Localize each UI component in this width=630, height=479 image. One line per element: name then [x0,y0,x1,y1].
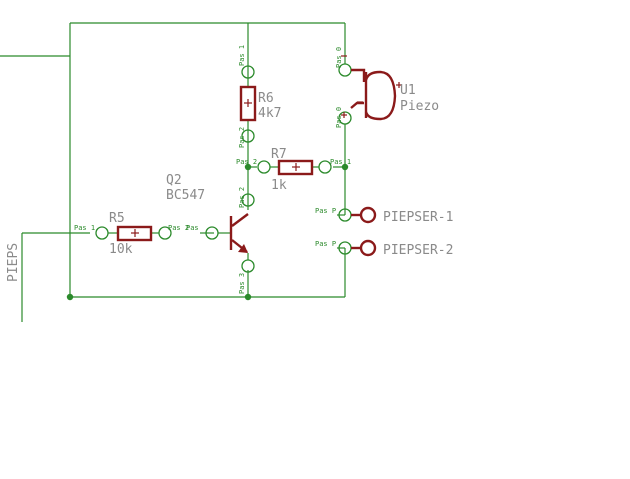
r5-body [116,225,153,242]
r6-pin-bottom [241,129,255,143]
connector-piepser-2[interactable]: Pas P PIEPSER-2 [315,239,453,258]
junction-dot [66,293,74,301]
q2-pin-collector [241,193,255,207]
q2-value: BC547 [166,188,205,203]
u1-pin-top-label: Pas 0 [335,47,343,68]
r7-body [277,159,314,176]
net-label-pieps: PIEPS [6,243,21,282]
u1-pin-bottom-label: Pas 0 [335,107,343,128]
r6-body [239,85,257,122]
piepser-2-pin-label: Pas P [315,240,336,248]
junction-dot [244,293,252,301]
connector-piepser-1[interactable]: Pas P PIEPSER-1 [315,206,453,225]
r7-pin-right-label: Pas 1 [330,158,351,166]
r6-pin-top-label: Pas 1 [238,45,246,66]
resistor-r5[interactable]: Pas 1 Pas 2 R5 10k [74,211,189,257]
piepser-1-terminal [359,206,377,224]
piepser-2-terminal [359,239,377,257]
junctions [66,163,349,301]
r6-name: R6 [258,91,274,106]
wires [0,22,346,322]
r7-pin-left [257,160,271,174]
u1-lead-top-body [351,68,366,82]
u1-name: U1 [400,83,416,98]
r7-name: R7 [271,147,287,162]
junction-dot [341,163,349,171]
r5-pin-right-label: Pas 2 [168,224,189,232]
q2-collector-leg [231,213,249,227]
resistor-r6[interactable]: Pas 1 Pas 2 R6 4k7 [238,45,281,148]
u1-bell [364,70,397,121]
u1-lead-bottom-body [350,101,364,109]
r5-pin-left [95,226,109,240]
r6-pin-top [241,65,255,79]
piepser-1-label: PIEPSER-1 [383,210,453,225]
r5-pin-left-label: Pas 1 [74,224,95,232]
piepser-2-label: PIEPSER-2 [383,243,453,258]
r6-value: 4k7 [258,106,281,121]
q2-name: Q2 [166,173,182,188]
r7-value: 1k [271,178,287,193]
u1-value: Piezo [400,99,439,114]
transistor-q2[interactable]: Pas Pas 2 Pas 3 Q2 BC547 [166,173,255,294]
r5-value: 10k [109,242,133,257]
piezo-u1[interactable]: Pas 0 Pas 0 U1 Piezo [335,47,439,130]
resistor-r7[interactable]: Pas 2 Pas 1 R7 1k [236,147,351,193]
r5-name: R5 [109,211,125,226]
r7-pin-left-label: Pas 2 [236,158,257,166]
q2-pin-emitter-label: Pas 3 [238,273,246,294]
q2-pin-collector-label: Pas 2 [238,187,246,208]
q2-emitter-arrow [238,244,248,253]
junction-dot [244,163,252,171]
piepser-1-pin-label: Pas P [315,207,336,215]
q2-pin-base-label: Pas [186,224,199,232]
q2-pin-emitter [241,259,255,273]
r6-pin-bottom-label: Pas 2 [238,127,246,148]
